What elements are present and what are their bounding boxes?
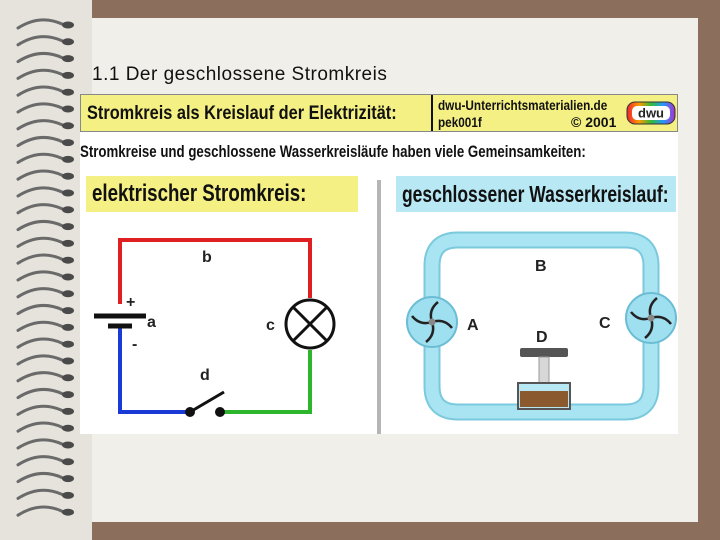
binding-ring — [16, 85, 74, 97]
banner-website: dwu-Unterrichtsmaterialien.de — [438, 97, 608, 113]
binding-ring — [16, 169, 74, 181]
binding-ring — [16, 203, 74, 215]
binding-ring — [16, 421, 74, 433]
label-d: d — [200, 367, 210, 384]
binding-ring — [16, 387, 74, 400]
electric-panel-heading-box: elektrischer Stromkreis: — [86, 176, 358, 212]
banner-title: Stromkreis als Kreislauf der Elektrizitä… — [87, 103, 397, 124]
binding-ring — [16, 287, 74, 299]
label-C: C — [599, 315, 611, 332]
binding-ring — [16, 186, 74, 198]
turbine-a-icon — [406, 296, 458, 348]
illustration-figure: Stromkreis als Kreislauf der Elektrizitä… — [80, 94, 678, 434]
water-pipe — [425, 233, 658, 419]
valve-icon — [517, 348, 571, 410]
minus-sign: - — [132, 336, 137, 353]
notebook-binding-rings — [16, 18, 74, 517]
binding-ring — [16, 119, 74, 131]
binding-ring — [16, 219, 74, 232]
header-banner: Stromkreis als Kreislauf der Elektrizitä… — [80, 94, 678, 132]
logo-text: dwu — [638, 106, 664, 121]
binding-ring — [16, 471, 74, 484]
water-panel-heading-box: geschlossener Wasserkreislauf: — [396, 176, 676, 212]
binding-ring — [16, 303, 74, 316]
binding-ring — [16, 68, 74, 80]
binding-ring — [16, 35, 74, 47]
electric-circuit: + - b a c d — [94, 238, 336, 417]
binding-ring — [16, 51, 74, 64]
label-c: c — [266, 317, 275, 334]
label-a: a — [147, 314, 156, 331]
binding-ring — [16, 337, 74, 349]
water-circuit: B A C D — [406, 231, 677, 421]
switch-icon — [185, 390, 225, 417]
wire-blue — [118, 326, 188, 414]
circuit-diagrams: + - b a c d — [94, 231, 677, 421]
lamp-icon — [284, 298, 336, 350]
binding-ring — [16, 253, 74, 265]
wire-green — [220, 350, 312, 414]
label-B: B — [535, 258, 547, 275]
wire-red — [118, 238, 312, 304]
water-panel-heading: geschlossener Wasserkreislauf: — [402, 181, 669, 207]
binding-ring — [16, 455, 74, 467]
plus-sign: + — [126, 294, 135, 311]
binding-ring — [16, 102, 74, 114]
binding-ring — [16, 236, 74, 248]
binding-ring — [16, 354, 74, 366]
electric-panel-heading: elektrischer Stromkreis: — [92, 180, 307, 207]
binding-ring — [16, 438, 74, 450]
binding-ring — [16, 371, 74, 383]
binding-ring — [16, 270, 74, 282]
label-D: D — [536, 329, 548, 346]
binding-ring — [16, 505, 74, 517]
binding-ring — [16, 488, 74, 500]
intro-sentence: Stromkreise und geschlossene Wasserkreis… — [80, 142, 586, 161]
binding-ring — [16, 18, 74, 30]
binding-ring — [16, 135, 74, 148]
binding-ring — [16, 320, 74, 332]
label-A: A — [467, 317, 479, 334]
panel-divider — [377, 180, 381, 434]
label-b: b — [202, 249, 212, 266]
banner-copyright: © 2001 — [571, 114, 617, 130]
banner-separator — [431, 95, 433, 131]
banner-code: pek001f — [438, 114, 482, 130]
slide-title: 1.1 Der geschlossene Stromkreis — [92, 64, 388, 85]
turbine-c-icon — [625, 292, 677, 344]
binding-ring — [16, 404, 74, 416]
binding-strip — [0, 0, 92, 540]
binding-ring — [16, 152, 74, 164]
dwu-logo: dwu — [626, 101, 676, 125]
